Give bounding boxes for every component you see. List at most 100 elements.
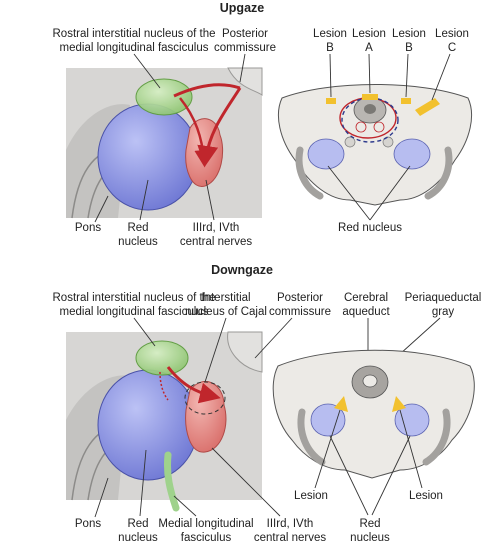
downgaze-red-label-2: nucleus (118, 532, 158, 544)
lesion-C-leader (431, 53, 451, 101)
upgaze-peduncle-right (424, 146, 453, 200)
upgaze-red-leader (139, 179, 149, 221)
downgaze-red-label-1: Red (127, 518, 148, 530)
downgaze-nerves-label-2: central nerves (254, 532, 326, 544)
downgaze-pons-label: Pons (75, 518, 101, 530)
upgaze-arrow-direct (179, 97, 212, 168)
upgaze-section-red-label: Red nucleus (338, 222, 402, 234)
downgaze-cajal-leader (204, 317, 227, 383)
downgaze-axial-section (272, 349, 475, 479)
downgaze-pons-leader (94, 477, 109, 518)
downgaze-mlf-leader (173, 495, 197, 517)
periaqueductal-gray-label-2: gray (432, 306, 455, 318)
upgaze-lesion-C (415, 98, 440, 116)
lesion-B-left-label-1: Lesion (313, 28, 347, 40)
upgaze-nerves-label-2: central nerves (180, 236, 252, 248)
downgaze-aqueduct (362, 374, 378, 388)
upgaze-nerves-label-1: IIIrd, IVth (193, 222, 240, 234)
upgaze-nerve-nucleus-left (355, 121, 367, 133)
upgaze-riMLF-label-2: medial longitudinal fasciculus (60, 42, 209, 54)
downgaze-arrow (166, 366, 221, 404)
downgaze-lesion-right-leader (399, 409, 423, 489)
upgaze-red-label-1: Red (127, 222, 148, 234)
downgaze-mlf-label-2: fasciculus (181, 532, 232, 544)
downgaze-red-nucleus-right (394, 403, 430, 437)
lesion-B-right-leader (405, 53, 409, 98)
downgaze-sagittal-view (66, 331, 263, 512)
upgaze-axial-section (277, 84, 473, 206)
lesion-B-left-label-2: B (326, 42, 334, 54)
downgaze-riMLF-label-1: Rostral interstitial nucleus of the (53, 292, 216, 304)
downgaze-nerve-nucleus (185, 380, 227, 453)
downgaze-red-nucleus (97, 369, 199, 481)
downgaze-riMLF-leader (133, 317, 156, 347)
upgaze-commissure-shape (227, 67, 263, 96)
downgaze-lesion-left-leader (314, 409, 341, 489)
downgaze-cajal-label-2: nucleus of Cajal (185, 306, 267, 318)
upgaze-small-nucleus-left (344, 136, 356, 148)
upgaze-arrow-to-commissure (173, 83, 241, 98)
downgaze-nerves-leader (211, 447, 281, 517)
downgaze-commissure-label-2: commissure (269, 306, 331, 318)
periaqueductal-gray-label-1: Periaqueductal (405, 292, 482, 304)
upgaze-red-nucleus-right (393, 138, 431, 170)
downgaze-lesion-left (334, 396, 348, 412)
upgaze-blue-dashed-loop (341, 97, 399, 143)
upgaze-panel: Upgaze Rostral interstitial nucleus of t… (53, 1, 473, 248)
upgaze-riMLF-leader (133, 53, 161, 89)
downgaze-red-nucleus-left (310, 403, 346, 437)
upgaze-commissure-label-1: Posterior (222, 28, 268, 40)
lesion-C-label-2: C (448, 42, 456, 54)
upgaze-sagittal-view (66, 67, 263, 219)
upgaze-section-outline (277, 84, 473, 206)
upgaze-red-nucleus (97, 103, 199, 211)
lesion-B-right-label-1: Lesion (392, 28, 426, 40)
downgaze-cajal-label-1: Interstitial (201, 292, 250, 304)
downgaze-peduncle-left (297, 408, 326, 466)
downgaze-section-red-leader-left (329, 435, 369, 516)
downgaze-lesion-right (392, 396, 406, 412)
upgaze-riMLF (135, 78, 193, 116)
upgaze-riMLF-label-1: Rostral interstitial nucleus of the (53, 28, 216, 40)
upgaze-commissure-leader (239, 53, 246, 83)
upgaze-pons-leader (94, 195, 109, 223)
downgaze-nerves-label-1: IIIrd, IVth (267, 518, 314, 530)
downgaze-commissure-leader (254, 317, 293, 359)
upgaze-pons-label: Pons (75, 222, 101, 234)
downgaze-mlf-label-1: Medial longitudinal (158, 518, 253, 530)
downgaze-red-leader (139, 449, 147, 517)
lesion-A-leader (368, 53, 371, 94)
lesion-A-label-2: A (365, 42, 373, 54)
upgaze-aqueduct (364, 104, 376, 114)
upgaze-commissure-label-2: commissure (214, 42, 276, 54)
cerebral-aqueduct-label-2: aqueduct (342, 306, 390, 318)
lesion-C-label-1: Lesion (435, 28, 469, 40)
cerebral-aqueduct-label-1: Cerebral (344, 292, 388, 304)
downgaze-peduncle-right (422, 408, 451, 466)
downgaze-panel: Downgaze Rostral interstitial nucleus of… (53, 263, 482, 544)
upgaze-section-red-leader-right (369, 165, 411, 221)
downgaze-section-red-leader-right (371, 435, 411, 516)
upgaze-title: Upgaze (220, 1, 265, 15)
upgaze-red-label-2: nucleus (118, 236, 158, 248)
upgaze-lesion-A (362, 94, 378, 100)
upgaze-lesion-B-left (326, 98, 336, 104)
upgaze-nerves-leader (205, 179, 215, 221)
downgaze-commissure-shape (227, 331, 263, 373)
downgaze-riMLF-label-2: medial longitudinal fasciculus (60, 306, 209, 318)
upgaze-nerve-nucleus-right (373, 121, 385, 133)
upgaze-section-red-leader-left (327, 165, 371, 221)
downgaze-title: Downgaze (211, 263, 273, 277)
upgaze-red-nucleus-left (307, 138, 345, 170)
lesion-B-left-leader (329, 53, 332, 98)
downgaze-section-red-label-2: nucleus (350, 532, 390, 544)
downgaze-section-red-label-1: Red (359, 518, 380, 530)
upgaze-lesion-B-right (401, 98, 411, 104)
lesion-B-right-label-2: B (405, 42, 413, 54)
downgaze-mlf (164, 451, 180, 512)
upgaze-small-nucleus-right (382, 136, 394, 148)
lesion-A-label-1: Lesion (352, 28, 386, 40)
downgaze-commissure-label-1: Posterior (277, 292, 323, 304)
upgaze-peduncle-left (295, 146, 324, 200)
